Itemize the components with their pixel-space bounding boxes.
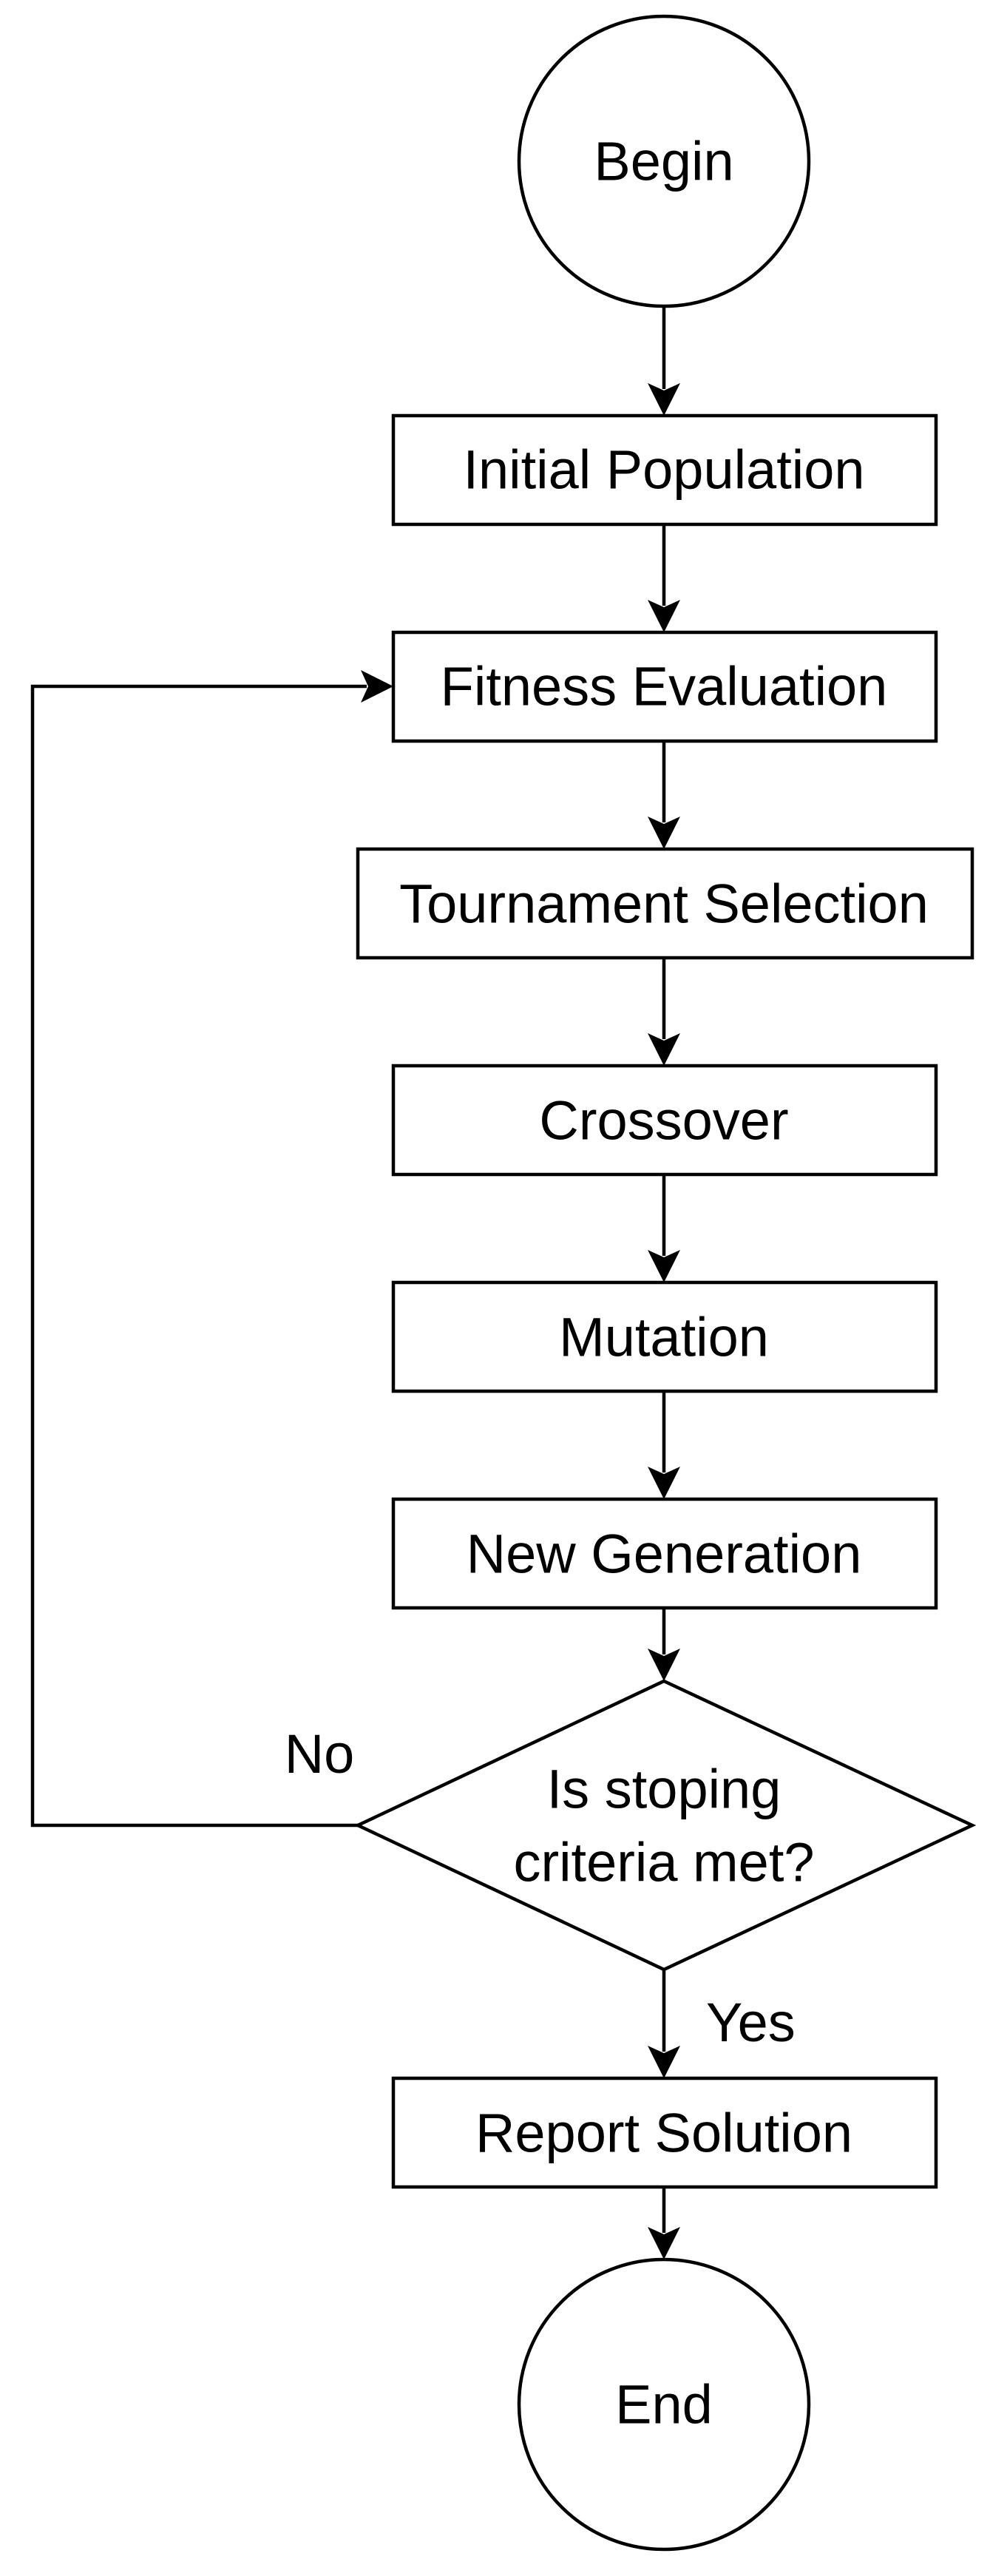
tournament-selection-node: Tournament Selection	[356, 847, 974, 960]
arrowhead	[648, 1250, 680, 1282]
crossover-node: Crossover	[391, 1064, 938, 1177]
decision-label-line1: Is stoping	[547, 1759, 781, 1820]
edge-report-solution-to-end	[648, 2187, 680, 2259]
arrowhead	[648, 817, 680, 849]
edge-label-no: No	[285, 1723, 355, 1785]
begin-label: Begin	[594, 131, 733, 192]
edge-crossover-to-mutation	[648, 1174, 680, 1282]
tournament-selection-label: Tournament Selection	[399, 873, 929, 935]
end-label: End	[615, 2374, 713, 2435]
mutation-node: Mutation	[391, 1280, 938, 1393]
edge-new-generation-to-decision	[648, 1608, 680, 1681]
arrowhead	[648, 2046, 680, 2078]
edge-label-yes: Yes	[706, 1992, 796, 2053]
fitness-evaluation-node: Fitness Evaluation	[391, 630, 938, 743]
edge-decision-no-to-fitness-evaluation	[30, 670, 393, 1828]
crossover-label: Crossover	[539, 1090, 788, 1152]
arrowhead	[648, 1649, 680, 1681]
edge-mutation-to-new-generation	[648, 1391, 680, 1499]
edge-initial-population-to-fitness-evaluation	[648, 524, 680, 632]
arrowhead	[648, 383, 680, 416]
begin-node: Begin	[517, 14, 811, 308]
new-generation-node: New Generation	[391, 1497, 938, 1610]
initial-population-label: Initial Population	[463, 439, 864, 501]
arrowhead	[648, 2227, 680, 2259]
arrowhead	[648, 1033, 680, 1066]
new-generation-label: New Generation	[467, 1524, 862, 1585]
end-node: End	[517, 2257, 811, 2552]
stopping-criteria-decision: Is stoping criteria met?	[353, 1679, 977, 1972]
report-solution-node: Report Solution	[391, 2076, 938, 2189]
edge-tournament-selection-to-crossover	[648, 958, 680, 1066]
edge-begin-to-initial-population	[648, 306, 680, 416]
edge-decision-yes-to-report-solution	[648, 1970, 680, 2078]
report-solution-label: Report Solution	[475, 2103, 852, 2164]
arrowhead	[648, 1467, 680, 1499]
mutation-label: Mutation	[559, 1307, 769, 1368]
arrowhead	[648, 600, 680, 632]
edge-fitness-evaluation-to-tournament-selection	[648, 741, 680, 849]
fitness-evaluation-label: Fitness Evaluation	[441, 656, 888, 717]
arrowhead	[361, 670, 393, 703]
initial-population-node: Initial Population	[391, 413, 938, 527]
decision-label-line2: criteria met?	[513, 1832, 814, 1893]
